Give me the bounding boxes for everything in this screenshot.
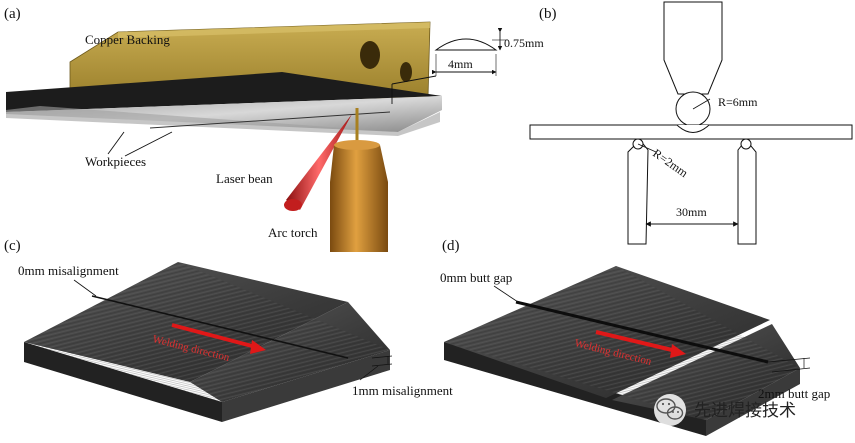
misalignment-plates (24, 262, 390, 422)
punch-radius-label: R=6mm (718, 95, 758, 109)
panel-d: (d) 0mm butt gap Welding direction 2mm b… (440, 238, 830, 436)
butt-gap-plates (444, 266, 800, 436)
laser-beam (284, 114, 352, 211)
panel-b: (b) R=6mm R=2mm 30mm (529, 1, 853, 245)
d-top-leader (493, 285, 519, 303)
c-top-leader (73, 279, 97, 297)
punch-radius-line (692, 98, 711, 110)
workpieces-label: Workpieces (85, 154, 146, 169)
c-end-label: 1mm misalignment (352, 383, 453, 398)
panel-a: (a) Copper Backing Workpieces (4, 6, 544, 252)
workpieces-leader-1 (107, 131, 125, 155)
watermark-text: 先进焊接技术 (694, 401, 796, 421)
bend-specimen (529, 124, 853, 140)
bead-width-label: 4mm (448, 57, 473, 71)
panel-a-letter: (a) (4, 6, 21, 22)
workpieces-leader-2 (124, 131, 173, 157)
wechat-logo-icon (654, 394, 686, 426)
bead-height-label: 0.75mm (504, 36, 544, 50)
c-top-label: 0mm misalignment (18, 263, 119, 278)
support-radius-label: R=2mm (650, 146, 691, 180)
workpieces-plate (6, 72, 442, 136)
d-end-label: 2mm butt gap (758, 386, 830, 401)
d-top-label: 0mm butt gap (440, 270, 512, 285)
panel-b-letter: (b) (539, 6, 557, 22)
right-support (737, 138, 757, 245)
span-label: 30mm (676, 205, 707, 219)
panel-c-letter: (c) (4, 238, 21, 254)
copper-backing-block (69, 21, 431, 101)
arc-torch (330, 108, 388, 252)
d-end-dimension (767, 357, 811, 373)
panel-c: (c) 0mm misalignment Welding direction 1… (4, 238, 453, 422)
panel-d-letter: (d) (442, 238, 460, 254)
arc-torch-label: Arc torch (268, 225, 318, 240)
bending-punch (663, 1, 723, 127)
c-end-dimension (359, 355, 393, 381)
weld-bead-callout (391, 27, 508, 104)
watermark: 先进焊接技术 (654, 394, 796, 426)
left-support (627, 138, 649, 245)
copper-backing-label: Copper Backing (85, 32, 170, 47)
laser-label: Laser bean (216, 171, 273, 186)
support-radius-line (637, 143, 657, 153)
